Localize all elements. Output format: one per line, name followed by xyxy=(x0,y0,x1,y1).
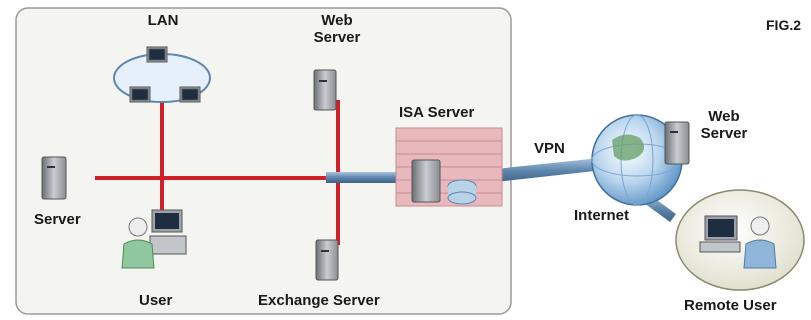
web-server-remote-icon xyxy=(664,121,690,165)
lan-label: LAN xyxy=(147,12,179,29)
server-label: Server xyxy=(34,211,81,228)
user-label: User xyxy=(139,292,173,309)
web-server-internal-line1: Web xyxy=(321,12,353,29)
exchange-server-label: Exchange Server xyxy=(258,292,380,309)
figure-label: FIG.2 xyxy=(766,17,802,33)
web-server-remote-line1: Web xyxy=(708,108,740,125)
isa-firewall-icon xyxy=(395,127,503,207)
web-server-remote-line2: Server xyxy=(700,125,748,142)
lan-cloud-icon xyxy=(113,46,211,103)
isa-server-label: ISA Server xyxy=(399,104,475,121)
internet-label: Internet xyxy=(574,207,630,224)
server-icon xyxy=(41,156,67,200)
exchange-server-icon xyxy=(315,239,339,281)
remote-user-label: Remote User xyxy=(684,297,777,314)
user-icon xyxy=(121,209,187,269)
web-server-internal-icon xyxy=(313,69,337,111)
remote-user-icon xyxy=(675,189,805,291)
web-server-internal-label: Web Server xyxy=(302,12,372,46)
vpn-label: VPN xyxy=(534,140,565,157)
web-server-remote-label: Web Server xyxy=(694,108,754,142)
web-server-internal-line2: Server xyxy=(313,29,361,46)
